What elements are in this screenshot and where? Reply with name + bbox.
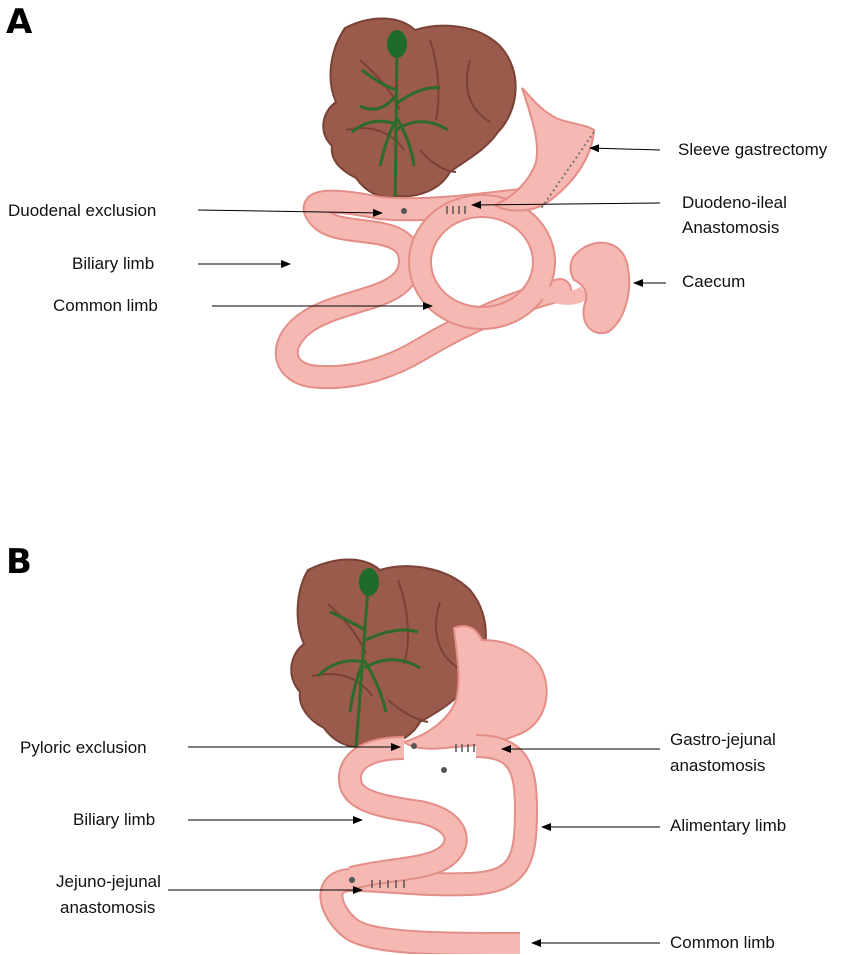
label-gastro-jejunal-1: Gastro-jejunal [670, 728, 776, 752]
panel-a-anatomy [287, 18, 629, 377]
label-pyloric-exclusion: Pyloric exclusion [20, 736, 147, 760]
gallbladder-icon [387, 30, 407, 58]
label-common-limb-a: Common limb [53, 294, 158, 318]
label-jejuno-jejunal-2: anastomosis [60, 896, 155, 920]
label-sleeve-gastrectomy: Sleeve gastrectomy [678, 138, 827, 162]
arrow-icon [590, 148, 660, 150]
label-caecum: Caecum [682, 270, 745, 294]
label-alimentary-limb: Alimentary limb [670, 814, 786, 838]
label-biliary-limb-a: Biliary limb [72, 252, 154, 276]
label-common-limb-b: Common limb [670, 931, 775, 955]
panel-b-arrows [168, 747, 660, 943]
label-duodenal-exclusion: Duodenal exclusion [8, 199, 156, 223]
label-gastro-jejunal-2: anastomosis [670, 754, 765, 778]
liver-icon [323, 18, 515, 212]
panel-b-anatomy [291, 560, 546, 945]
staple-icon [401, 208, 407, 214]
bowel-a [287, 200, 585, 377]
label-jejuno-jejunal-1: Jejuno-jejunal [56, 870, 161, 894]
label-duodeno-ileal-2: Anastomosis [682, 216, 779, 240]
bowel-b [331, 746, 526, 944]
label-duodeno-ileal-1: Duodeno-ileal [682, 191, 787, 215]
gallbladder-icon [359, 568, 379, 596]
label-biliary-limb-b: Biliary limb [73, 808, 155, 832]
